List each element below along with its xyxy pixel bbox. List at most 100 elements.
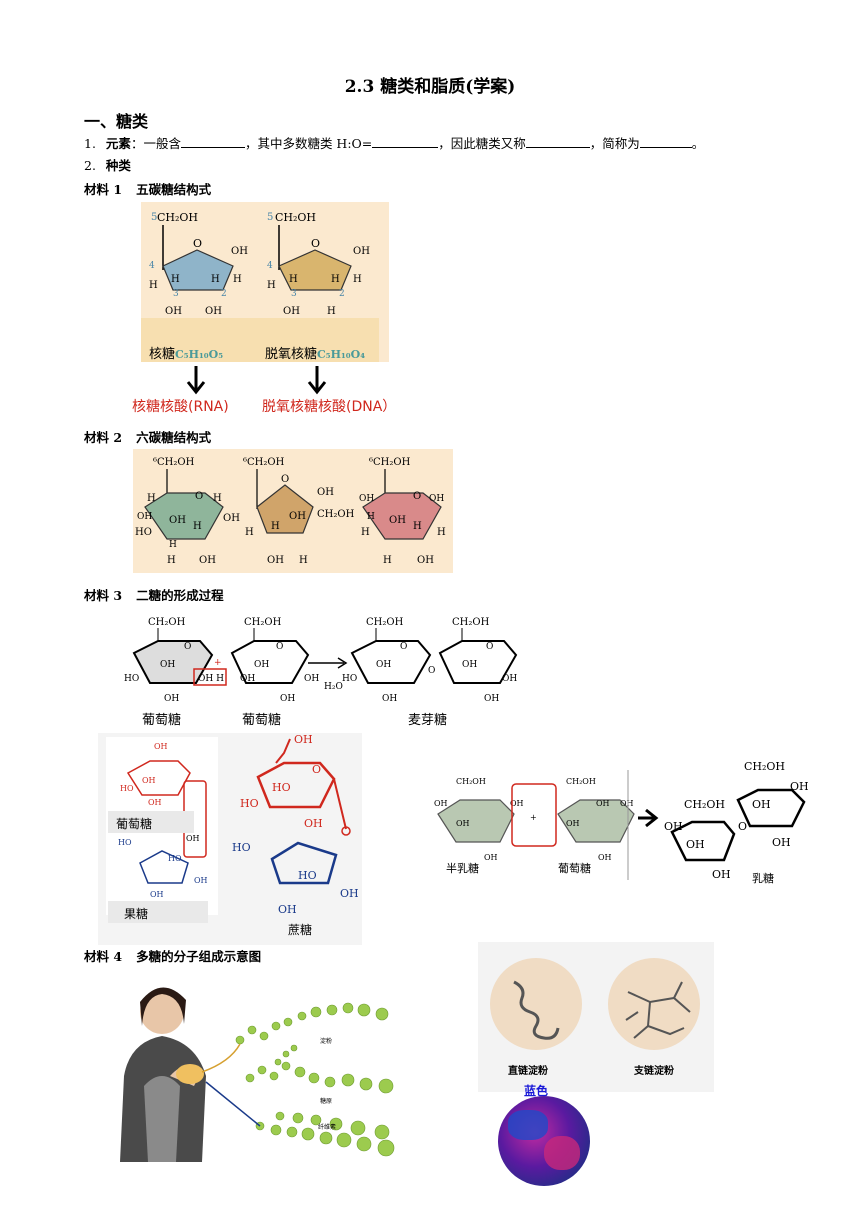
q2-label: 种类 (105, 158, 131, 173)
svg-text:OH: OH (160, 660, 175, 670)
svg-text:CH₂OH: CH₂OH (456, 777, 486, 786)
svg-text:OH: OH (148, 798, 162, 807)
svg-text:OH: OH (664, 820, 683, 833)
svg-text:CH₂OH: CH₂OH (684, 798, 725, 811)
blank-elements[interactable] (180, 136, 245, 148)
svg-text:H: H (147, 493, 156, 504)
svg-text:H: H (289, 274, 298, 285)
svg-text:H: H (383, 555, 392, 566)
svg-text:H: H (169, 540, 177, 550)
svg-text:HO: HO (168, 854, 182, 863)
svg-text:H: H (437, 527, 446, 538)
svg-text:OH: OH (317, 487, 334, 498)
svg-text:H: H (267, 280, 276, 291)
question-1: 1. 元素：一般含，其中多数糖类 H:O=，因此糖类又称，简称为。 (84, 136, 705, 151)
question-2: 2. 种类 (84, 158, 131, 173)
svg-text:CH₂OH: CH₂OH (366, 617, 404, 628)
amylose-label: 直链淀粉 (508, 1066, 548, 1077)
svg-text:O: O (428, 666, 435, 676)
svg-text:3: 3 (291, 289, 297, 299)
polysaccharide-chains (120, 987, 395, 1162)
svg-text:OH: OH (359, 494, 374, 504)
svg-text:OH: OH (231, 246, 248, 257)
svg-text:O: O (738, 820, 747, 833)
svg-text:H: H (213, 493, 222, 504)
svg-text:3: 3 (173, 289, 179, 299)
svg-text:H: H (367, 512, 375, 522)
svg-text:H: H (193, 521, 202, 532)
svg-text:O: O (400, 642, 407, 652)
svg-text:OH: OH (278, 903, 297, 916)
svg-text:H: H (149, 280, 158, 291)
svg-text:OH: OH (340, 887, 359, 900)
svg-text:HO: HO (120, 784, 134, 793)
svg-text:OH: OH (280, 694, 295, 704)
svg-text:OH: OH (164, 694, 179, 704)
svg-text:HO: HO (272, 781, 291, 794)
svg-text:CH₂OH: CH₂OH (452, 617, 490, 628)
svg-text:OH: OH (376, 660, 391, 670)
svg-text:H: H (327, 306, 336, 317)
svg-text:H: H (331, 274, 340, 285)
lactose-diagram: CH₂OH OH OH OH OH + CH₂OH OH OH OH OH CH… (434, 760, 809, 881)
lactose-panel: CH₂OH OH OH OH OH + CH₂OH OH OH OH OH CH… (428, 760, 812, 896)
svg-text:OH: OH (620, 799, 634, 808)
svg-text:O: O (312, 763, 321, 776)
svg-text:O: O (276, 642, 283, 652)
svg-text:OH: OH (772, 836, 791, 849)
dna-label: 脱氧核糖核酸(DNA） (262, 399, 397, 415)
svg-text:HO: HO (342, 674, 357, 684)
svg-text:OH: OH (456, 819, 470, 828)
rna-label: 核糖核酸(RNA) (132, 399, 229, 415)
starch-panel: 直链淀粉 支链淀粉 (478, 942, 714, 1092)
svg-text:O: O (486, 642, 493, 652)
blank-ratio[interactable] (372, 136, 439, 148)
svg-text:OH: OH (462, 660, 477, 670)
svg-text:OH: OH (382, 694, 397, 704)
starch-iodine-photo (498, 1096, 590, 1186)
svg-text:OH: OH (199, 555, 216, 566)
sucrose-panel: OH HO OH OH OH HO HO OH OH OH O HO HO OH… (98, 733, 362, 945)
svg-text:OH: OH (484, 694, 499, 704)
glycogen-label: 糖原 (320, 1098, 333, 1105)
svg-text:OH: OH (566, 819, 580, 828)
svg-text:⁶CH₂OH: ⁶CH₂OH (369, 457, 411, 468)
blank-short[interactable] (639, 136, 692, 148)
svg-text:OH: OH (150, 890, 164, 899)
ribose-caption: 核糖C₅H₁₀O₅ (149, 347, 224, 362)
svg-text:OH: OH (186, 834, 200, 843)
pentose-panel: 5 CH₂OH O OH 4 H H H H 3 2 OH OH 5 CH₂OH… (141, 202, 389, 362)
svg-text:O: O (193, 237, 202, 250)
svg-text:HO: HO (135, 527, 152, 538)
svg-text:OH: OH (304, 674, 319, 684)
blank-alias[interactable] (525, 136, 590, 148)
svg-text:OH: OH (434, 799, 448, 808)
maltose-diagram: CH₂OH O OH HO OH + OH H CH₂OH O OH OH OH… (124, 617, 517, 704)
svg-text:OH: OH (596, 799, 610, 808)
svg-text:O: O (281, 474, 289, 485)
svg-text:OH: OH (353, 246, 370, 257)
svg-text:H: H (171, 274, 180, 285)
pentose-structures: 5 CH₂OH O OH 4 H H H H 3 2 OH OH 5 CH₂OH… (141, 211, 379, 362)
svg-text:OH: OH (289, 511, 306, 522)
svg-text:CH₂OH: CH₂OH (157, 211, 198, 224)
svg-text:+: + (530, 813, 537, 822)
fructose-label: 果糖 (124, 907, 149, 921)
svg-text:OH: OH (502, 674, 517, 684)
starch-label: 淀粉 (320, 1038, 333, 1045)
sucrose-diagram: OH HO OH OH OH HO HO OH OH OH O HO HO OH… (106, 733, 359, 923)
svg-text:OH: OH (429, 494, 444, 504)
maltose-label: 麦芽糖 (408, 713, 448, 728)
svg-text:H: H (413, 521, 422, 532)
maltose-panel: CH₂OH O OH HO OH + OH H CH₂OH O OH OH OH… (112, 601, 528, 731)
svg-text:OH: OH (154, 742, 168, 751)
svg-text:H₂O: H₂O (324, 682, 343, 692)
blue-label: 蓝色 (524, 1084, 549, 1098)
svg-text:HO: HO (298, 869, 317, 882)
section-heading-sugars: 一、糖类 (84, 112, 149, 131)
hexose-structures: ⁶CH₂OH O H H OH OH H OH HO H H OH ⁶CH₂OH… (135, 457, 446, 566)
svg-text:H: H (245, 527, 254, 538)
